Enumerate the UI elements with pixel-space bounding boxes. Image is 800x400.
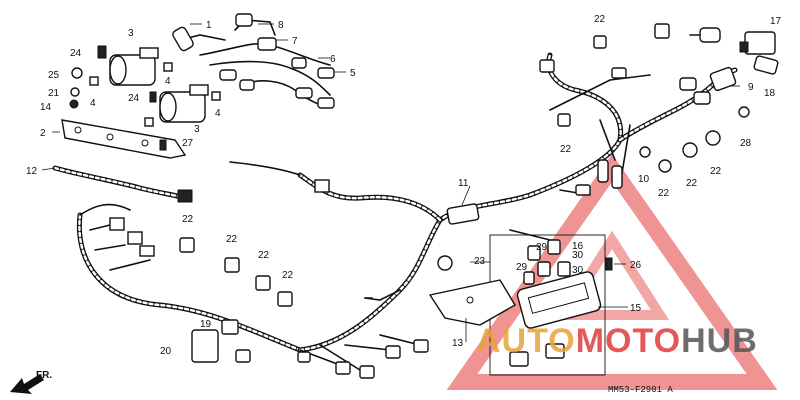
ignition-coil-front: [109, 47, 159, 86]
leader-lines: [41, 23, 740, 342]
callout-30b: 30: [572, 265, 584, 276]
plug-cords: [172, 13, 335, 109]
callout-19: 19: [200, 319, 212, 330]
callout-24a: 24: [70, 48, 82, 59]
sensor-10: [575, 159, 623, 196]
callout-labels: 1 2 3 3 4 4 4 5 6 7 8 9 10 11 12 13 14 1…: [26, 14, 782, 357]
callout-24b: 24: [128, 93, 140, 104]
svg-text:AUTOMOTOHUB: AUTOMOTOHUB: [476, 322, 758, 360]
front-label: FR.: [36, 370, 52, 381]
callout-22b: 22: [560, 144, 572, 155]
callout-3a: 3: [128, 28, 134, 39]
callout-21: 21: [48, 88, 60, 99]
callout-25: 25: [48, 70, 60, 81]
callout-22i: 22: [282, 270, 294, 281]
callout-11: 11: [458, 178, 469, 189]
callout-22h: 22: [258, 250, 270, 261]
callout-4b: 4: [165, 76, 171, 87]
callout-5: 5: [350, 68, 356, 79]
callout-22a: 22: [594, 14, 606, 25]
callout-20: 20: [160, 346, 172, 357]
watermark-hub: HUB: [681, 322, 758, 360]
connector-9: [679, 27, 737, 105]
callout-30a: 30: [572, 250, 584, 261]
watermark-auto: AUTO: [476, 322, 576, 360]
watermark-logo: AUTOMOTOHUB: [476, 322, 758, 360]
callout-29a: 29: [536, 242, 548, 253]
bolt-28: [738, 106, 750, 118]
diagram-code: MM53-F2901 A: [608, 385, 673, 395]
callout-13: 13: [452, 338, 464, 349]
watermark-moto: MOTO: [576, 322, 681, 360]
relay-19-20: [191, 319, 251, 363]
callout-7: 7: [292, 36, 298, 47]
callout-1: 1: [206, 20, 212, 31]
callout-8: 8: [278, 20, 284, 31]
callout-29b: 29: [516, 262, 528, 273]
relay-18: [753, 55, 779, 75]
callout-22d: 22: [686, 178, 698, 189]
callout-10: 10: [638, 174, 650, 185]
callout-22c: 22: [658, 188, 670, 199]
connector-clips: [179, 23, 721, 307]
callout-22f: 22: [182, 214, 194, 225]
callout-2: 2: [40, 128, 46, 139]
callout-17: 17: [770, 16, 782, 27]
lower-connectors: [297, 297, 565, 379]
callout-9: 9: [748, 82, 754, 93]
callout-26: 26: [630, 260, 642, 271]
callout-3b: 3: [194, 124, 200, 135]
callout-22g: 22: [226, 234, 238, 245]
front-direction-arrow: FR.: [10, 370, 52, 394]
relay-17: [739, 31, 776, 55]
ignition-coil-rear: [159, 84, 209, 123]
callout-12: 12: [26, 166, 38, 177]
callout-28: 28: [740, 138, 752, 149]
bracket-13: [428, 279, 516, 326]
callout-6: 6: [330, 54, 336, 65]
callout-4c: 4: [215, 108, 221, 119]
callout-15: 15: [630, 303, 642, 314]
callout-14: 14: [40, 102, 52, 113]
callout-18: 18: [764, 88, 776, 99]
callout-23: 23: [474, 256, 486, 267]
small-hardware: [69, 45, 221, 151]
callout-16: 16: [572, 241, 584, 252]
coil-bracket: [61, 119, 187, 159]
callout-4a: 4: [90, 98, 96, 109]
fuse-box: [489, 234, 613, 376]
callout-22e: 22: [710, 166, 722, 177]
callout-27: 27: [182, 138, 194, 149]
